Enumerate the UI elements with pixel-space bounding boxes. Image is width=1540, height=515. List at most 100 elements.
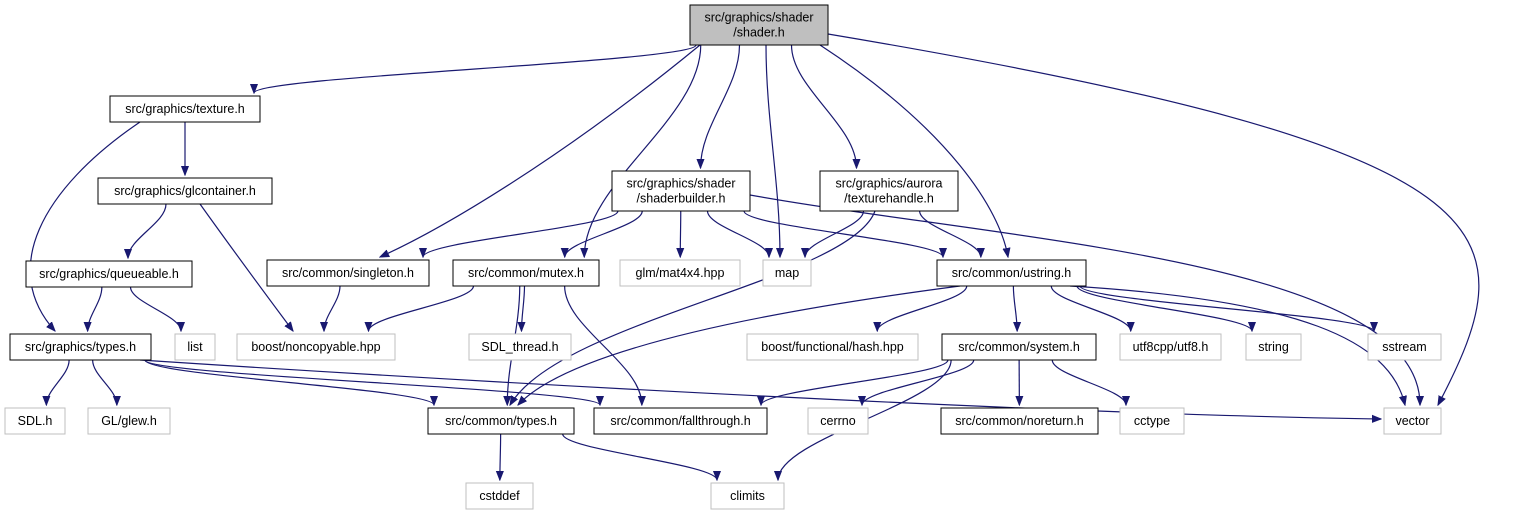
node-shaderbuilder-h[interactable]: src/graphics/shader/shaderbuilder.h bbox=[611, 170, 751, 212]
node-noncopyable: boost/noncopyable.hpp bbox=[236, 333, 396, 361]
node-sdl-thread: SDL_thread.h bbox=[468, 333, 572, 361]
node-system-h[interactable]: src/common/system.h bbox=[941, 333, 1097, 361]
node-label: src/graphics/glcontainer.h bbox=[114, 184, 256, 198]
node-box bbox=[236, 333, 396, 361]
node-texturehandle-h[interactable]: src/graphics/aurora/texturehandle.h bbox=[819, 170, 959, 212]
edge-system_h-to-cerrno bbox=[862, 359, 975, 405]
node-label: src/common/ustring.h bbox=[952, 266, 1072, 280]
node-box bbox=[1245, 333, 1302, 361]
node-label: src/graphics/shader bbox=[704, 11, 813, 25]
node-box bbox=[87, 407, 171, 435]
node-label: src/common/noreturn.h bbox=[955, 414, 1084, 428]
edge-singleton_h-to-noncopyable bbox=[324, 285, 341, 331]
edge-gtypes_h-to-fallthrough_h bbox=[144, 359, 600, 405]
node-box bbox=[465, 482, 534, 510]
node-singleton-h[interactable]: src/common/singleton.h bbox=[266, 259, 430, 287]
edge-gtypes_h-to-glew bbox=[92, 359, 117, 405]
node-label: src/common/mutex.h bbox=[468, 266, 584, 280]
edge-gtypes_h-to-vector bbox=[139, 359, 1381, 419]
edge-shaderbuilder_h-to-map bbox=[706, 210, 770, 257]
node-sdl-h: SDL.h bbox=[4, 407, 66, 435]
edge-texturehandle_h-to-ustring_h bbox=[919, 210, 981, 257]
edge-queueable_h-to-list bbox=[129, 286, 182, 331]
node-vector: vector bbox=[1383, 407, 1442, 435]
node-cerrno: cerrno bbox=[807, 407, 869, 435]
node-gtypes-h[interactable]: src/graphics/types.h bbox=[9, 333, 152, 361]
edge-shader_h-to-shaderbuilder_h bbox=[701, 44, 741, 168]
node-box bbox=[266, 259, 430, 287]
node-glm: glm/mat4x4.hpp bbox=[619, 259, 741, 287]
node-label: SDL_thread.h bbox=[481, 340, 558, 354]
node-box bbox=[746, 333, 919, 361]
edge-ctypes_h-to-cstddef bbox=[500, 433, 501, 480]
edge-ustring_h-to-sstream bbox=[1079, 285, 1374, 331]
node-label: glm/mat4x4.hpp bbox=[636, 266, 725, 280]
edge-glcontainer_h-to-queueable_h bbox=[128, 203, 167, 258]
node-label: src/common/singleton.h bbox=[282, 266, 414, 280]
edge-texture_h-to-gtypes_h bbox=[29, 121, 141, 331]
node-sstream: sstream bbox=[1367, 333, 1442, 361]
node-noreturn-h[interactable]: src/common/noreturn.h bbox=[940, 407, 1099, 435]
node-box bbox=[9, 333, 152, 361]
node-box bbox=[936, 259, 1087, 287]
node-queueable-h[interactable]: src/graphics/queueable.h bbox=[25, 260, 193, 288]
node-ctypes-h[interactable]: src/common/types.h bbox=[427, 407, 575, 435]
node-label: src/graphics/shader bbox=[626, 177, 735, 191]
node-box bbox=[619, 259, 741, 287]
edge-shaderbuilder_h-to-ustring_h bbox=[743, 210, 943, 257]
node-label: cstddef bbox=[479, 489, 520, 503]
node-box bbox=[1119, 333, 1222, 361]
node-label: utf8cpp/utf8.h bbox=[1133, 340, 1209, 354]
node-box bbox=[174, 333, 216, 361]
node-glcontainer-h[interactable]: src/graphics/glcontainer.h bbox=[97, 177, 273, 205]
node-box bbox=[1383, 407, 1442, 435]
node-fallthrough-h[interactable]: src/common/fallthrough.h bbox=[593, 407, 768, 435]
node-label: GL/glew.h bbox=[101, 414, 157, 428]
node-label: string bbox=[1258, 340, 1289, 354]
node-box bbox=[593, 407, 768, 435]
node-label: src/graphics/types.h bbox=[25, 340, 136, 354]
node-box bbox=[940, 407, 1099, 435]
edge-gtypes_h-to-ctypes_h bbox=[144, 359, 434, 405]
nodes-layer: src/graphics/shader/shader.hsrc/graphics… bbox=[4, 4, 1442, 510]
edge-shaderbuilder_h-to-mutex_h bbox=[565, 210, 643, 257]
node-mutex-h[interactable]: src/common/mutex.h bbox=[452, 259, 600, 287]
node-label: src/graphics/aurora bbox=[836, 177, 943, 191]
node-shader-h: src/graphics/shader/shader.h bbox=[689, 4, 829, 46]
edge-ustring_h-to-string bbox=[1076, 285, 1252, 331]
edge-ustring_h-to-ctypes_h bbox=[518, 285, 961, 405]
node-list: list bbox=[174, 333, 216, 361]
node-box bbox=[819, 170, 959, 212]
node-ustring-h[interactable]: src/common/ustring.h bbox=[936, 259, 1087, 287]
edge-mutex_h-to-sdl_thread bbox=[522, 285, 525, 331]
node-label: /shader.h bbox=[733, 26, 784, 40]
edge-shader_h-to-map bbox=[765, 44, 780, 257]
node-box bbox=[427, 407, 575, 435]
node-texture-h[interactable]: src/graphics/texture.h bbox=[109, 95, 261, 123]
node-box bbox=[710, 482, 785, 510]
edge-ustring_h-to-utf8 bbox=[1050, 285, 1131, 331]
edge-shader_h-to-vector bbox=[827, 33, 1480, 405]
node-label: list bbox=[187, 340, 203, 354]
node-box bbox=[109, 95, 261, 123]
edge-system_h-to-cctype bbox=[1051, 359, 1126, 405]
node-label: vector bbox=[1395, 414, 1429, 428]
edge-mutex_h-to-fallthrough_h bbox=[564, 285, 642, 405]
edge-shader_h-to-ustring_h bbox=[819, 44, 1008, 257]
node-cctype: cctype bbox=[1119, 407, 1185, 435]
node-label: SDL.h bbox=[18, 414, 53, 428]
edge-shader_h-to-singleton_h bbox=[380, 44, 701, 257]
node-box bbox=[611, 170, 751, 212]
edge-shaderbuilder_h-to-singleton_h bbox=[423, 210, 619, 257]
node-box bbox=[762, 259, 812, 287]
node-box bbox=[1367, 333, 1442, 361]
node-label: /shaderbuilder.h bbox=[637, 192, 726, 206]
node-box bbox=[452, 259, 600, 287]
edge-ustring_h-to-vector bbox=[1069, 285, 1405, 405]
node-box bbox=[4, 407, 66, 435]
edge-glcontainer_h-to-noncopyable bbox=[199, 203, 293, 331]
node-map: map bbox=[762, 259, 812, 287]
node-utf8: utf8cpp/utf8.h bbox=[1119, 333, 1222, 361]
node-box bbox=[468, 333, 572, 361]
